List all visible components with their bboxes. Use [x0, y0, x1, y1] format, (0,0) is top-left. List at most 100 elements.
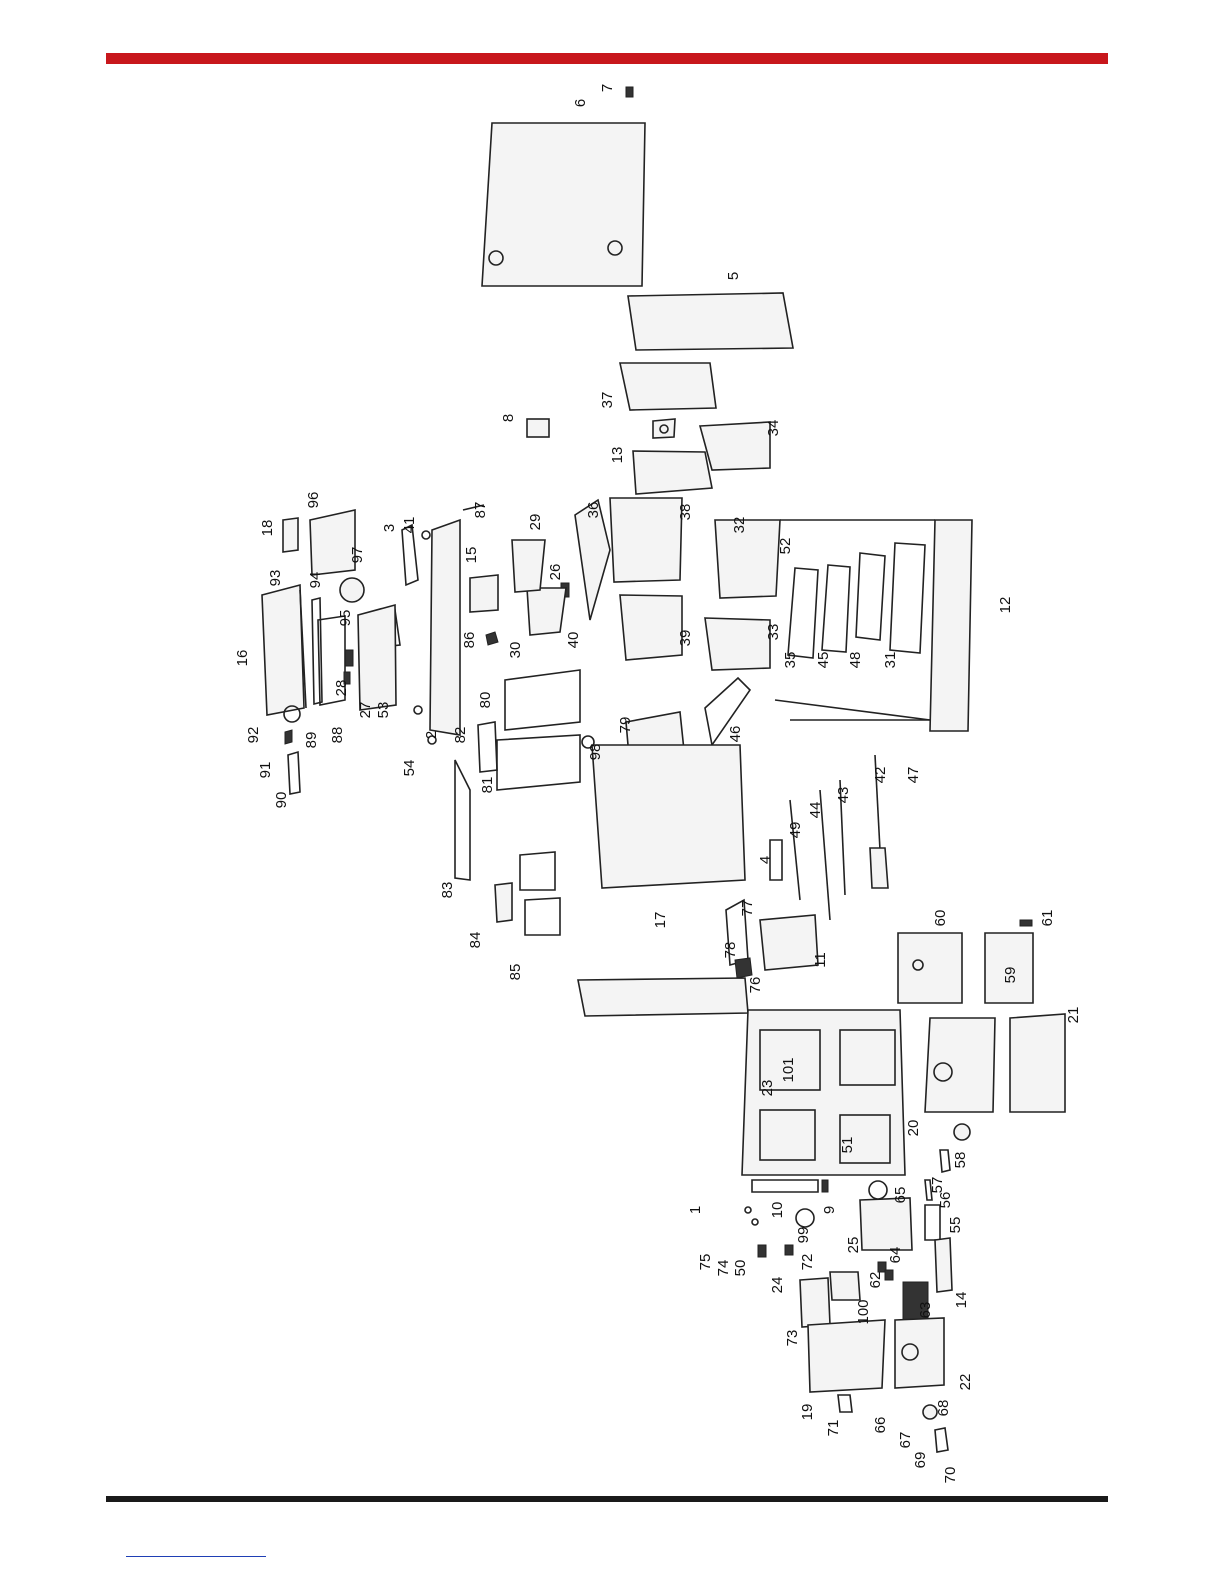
callout-51: 51 [839, 1137, 856, 1154]
callout-70: 70 [942, 1467, 959, 1484]
part-86-hook [486, 632, 498, 645]
callout-10: 10 [769, 1202, 786, 1219]
callout-75: 75 [697, 1254, 714, 1271]
part-75-screw [745, 1207, 751, 1213]
part-16-top-cover [262, 585, 304, 715]
callout-89: 89 [303, 732, 320, 749]
callout-92: 92 [245, 727, 262, 744]
part-19-cover [808, 1320, 885, 1392]
callout-62: 62 [867, 1272, 884, 1289]
callout-101: 101 [780, 1057, 797, 1082]
callout-74: 74 [715, 1260, 732, 1277]
part-57-knob [940, 1150, 950, 1172]
callout-86: 86 [461, 632, 478, 649]
callout-27: 27 [357, 702, 374, 719]
part-58-knob [954, 1124, 970, 1140]
callout-73: 73 [784, 1330, 801, 1347]
callout-25: 25 [845, 1237, 862, 1254]
callout-9: 9 [821, 1206, 838, 1214]
callout-22: 22 [957, 1374, 974, 1391]
callout-41: 41 [401, 517, 418, 534]
callout-12: 12 [997, 597, 1014, 614]
part-14-bar [935, 1238, 952, 1292]
callout-16: 16 [234, 650, 251, 667]
part-15-handle [470, 575, 498, 612]
part-12-base-frame [930, 520, 972, 731]
part-handle-2 [520, 852, 555, 890]
part-60-door [898, 933, 962, 1003]
callout-29: 29 [527, 514, 544, 531]
part-81-grid [497, 735, 580, 790]
part-53-screw [414, 706, 422, 714]
callout-100: 100 [855, 1299, 872, 1324]
part-27-casting [358, 605, 396, 710]
part-side-panel [578, 978, 748, 1016]
callout-28: 28 [333, 680, 350, 697]
part-80-grid [505, 670, 580, 730]
part-38-plate [633, 451, 712, 494]
callout-65: 65 [892, 1187, 909, 1204]
callout-83: 83 [439, 882, 456, 899]
callout-66: 66 [872, 1417, 889, 1434]
callout-87: 87 [472, 502, 489, 519]
callout-14: 14 [953, 1292, 970, 1309]
callout-32: 32 [731, 517, 748, 534]
part-50-pin [758, 1245, 766, 1257]
part-45-tray [822, 565, 850, 652]
part-82-grid [478, 722, 497, 772]
callout-57: 57 [929, 1177, 946, 1194]
callout-21: 21 [1065, 1007, 1082, 1024]
part-20-cover [925, 1018, 995, 1112]
callout-88: 88 [329, 727, 346, 744]
callout-98: 98 [587, 744, 604, 761]
callout-20: 20 [905, 1120, 922, 1137]
callout-52: 52 [777, 538, 794, 555]
callout-80: 80 [477, 692, 494, 709]
callout-91: 91 [257, 762, 274, 779]
callout-30: 30 [507, 642, 524, 659]
callout-50: 50 [732, 1260, 749, 1277]
part-28-pin [345, 650, 353, 666]
callout-71: 71 [825, 1420, 842, 1437]
part-83-pipe [455, 760, 470, 880]
callout-95: 95 [337, 610, 354, 627]
callout-93: 93 [267, 570, 284, 587]
callout-72: 72 [799, 1254, 816, 1271]
part-99-disc [796, 1209, 814, 1227]
part-18-cap [283, 518, 298, 552]
callout-78: 78 [722, 942, 739, 959]
callout-60: 60 [932, 910, 949, 927]
callout-3: 3 [381, 524, 398, 532]
part-65-thermostat [860, 1198, 912, 1250]
part-49-rod [790, 800, 800, 900]
part-30-bracket [527, 588, 566, 635]
callout-44: 44 [807, 802, 824, 819]
callout-79: 79 [617, 717, 634, 734]
callout-5: 5 [725, 272, 742, 280]
callout-39: 39 [677, 630, 694, 647]
part-39-panel [620, 595, 682, 660]
part-74-screw [752, 1219, 758, 1225]
callout-58: 58 [952, 1152, 969, 1169]
callout-34: 34 [765, 420, 782, 437]
footer-link-underline [126, 1556, 266, 1557]
callout-37: 37 [599, 392, 616, 409]
part-55-bracket [925, 1205, 940, 1240]
callout-6: 6 [572, 99, 589, 107]
part-72-panel [830, 1272, 860, 1300]
callout-46: 46 [727, 726, 744, 743]
callout-99: 99 [795, 1227, 812, 1244]
part-41-screw [422, 531, 430, 539]
callout-45: 45 [815, 652, 832, 669]
callout-94: 94 [307, 572, 324, 589]
callout-43: 43 [835, 787, 852, 804]
part-2-top-plate [430, 520, 460, 735]
callout-19: 19 [799, 1404, 816, 1421]
callout-13: 13 [609, 447, 626, 464]
part-5-plate [628, 293, 793, 350]
part-62-pin [885, 1270, 893, 1280]
callout-38: 38 [677, 504, 694, 521]
part-11-ash-pan [760, 915, 818, 970]
part-70-knob [935, 1428, 948, 1452]
callout-17: 17 [652, 912, 669, 929]
